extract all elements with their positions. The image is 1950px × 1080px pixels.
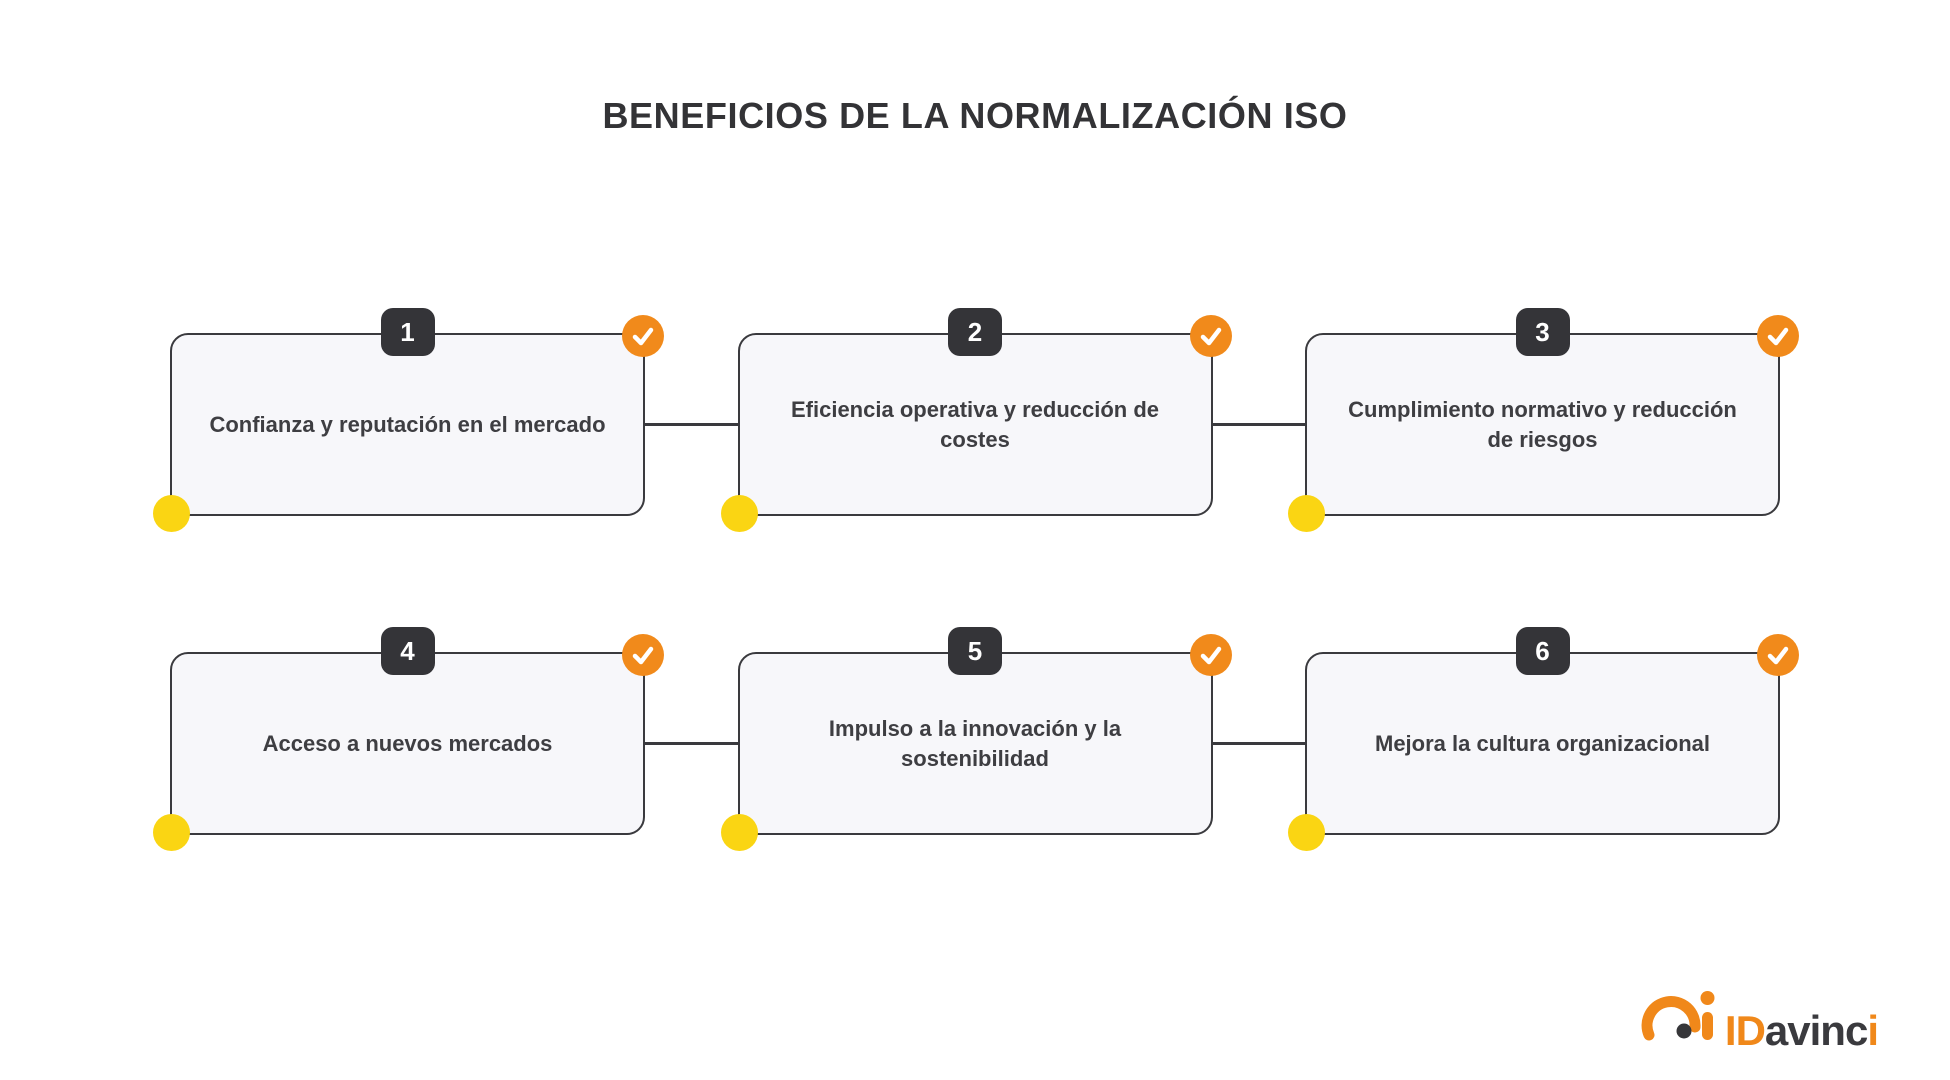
step-number-badge: 2 bbox=[948, 308, 1002, 356]
step-number-badge: 5 bbox=[948, 627, 1002, 675]
step-number-badge: 4 bbox=[380, 627, 435, 675]
step-number-badge: 1 bbox=[380, 308, 435, 356]
connector-line bbox=[645, 333, 738, 516]
benefit-card-4: 4 Acceso a nuevos mercados bbox=[153, 627, 664, 851]
yellow-dot-icon bbox=[153, 814, 190, 851]
yellow-dot-icon bbox=[1288, 495, 1325, 532]
connector-line bbox=[1212, 652, 1305, 835]
step-number-badge: 6 bbox=[1515, 627, 1570, 675]
yellow-dot-icon bbox=[1288, 814, 1325, 851]
page-title: BENEFICIOS DE LA NORMALIZACIÓN ISO bbox=[602, 95, 1348, 136]
benefits-row-1: 1 Confianza y reputación en el mercado 2… bbox=[153, 308, 1799, 532]
yellow-dot-icon bbox=[720, 495, 758, 532]
yellow-dot-icon bbox=[720, 814, 758, 851]
benefit-card-5: 5 Impulso a la innovación y la sostenibi… bbox=[720, 627, 1232, 851]
benefit-card-1: 1 Confianza y reputación en el mercado bbox=[153, 308, 664, 532]
benefit-card-2: 2 Eficiencia operativa y reducción de co… bbox=[720, 308, 1232, 532]
connector-line bbox=[645, 652, 738, 835]
benefit-text: Confianza y reputación en el mercado bbox=[209, 411, 606, 437]
benefit-text: Impulso a la innovación y la sostenibili… bbox=[828, 715, 1122, 771]
check-icon bbox=[1757, 315, 1799, 357]
check-icon bbox=[1189, 634, 1232, 676]
check-icon bbox=[1189, 315, 1232, 357]
check-icon bbox=[622, 315, 664, 357]
connector-line bbox=[1212, 333, 1305, 516]
benefit-card-3: 3 Cumplimiento normativo y reducción de … bbox=[1288, 308, 1799, 532]
check-icon bbox=[622, 634, 664, 676]
brand-logo: IDavinci bbox=[1639, 985, 1879, 1054]
benefit-text: Acceso a nuevos mercados bbox=[262, 730, 553, 756]
benefit-text: Eficiencia operativa y reducción de cost… bbox=[790, 396, 1160, 452]
benefit-card-6: 6 Mejora la cultura organizacional bbox=[1288, 627, 1799, 851]
benefits-row-2: 4 Acceso a nuevos mercados 5 Impulso a l… bbox=[153, 627, 1799, 851]
yellow-dot-icon bbox=[153, 495, 190, 532]
benefit-text: Mejora la cultura organizacional bbox=[1375, 730, 1710, 756]
step-number-badge: 3 bbox=[1515, 308, 1570, 356]
check-icon bbox=[1757, 634, 1799, 676]
benefit-text: Cumplimiento normativo y reducción de ri… bbox=[1348, 396, 1737, 452]
gauge-arc-ai-icon bbox=[1639, 985, 1715, 1052]
brand-logo-text: IDavinci bbox=[1724, 1007, 1879, 1054]
